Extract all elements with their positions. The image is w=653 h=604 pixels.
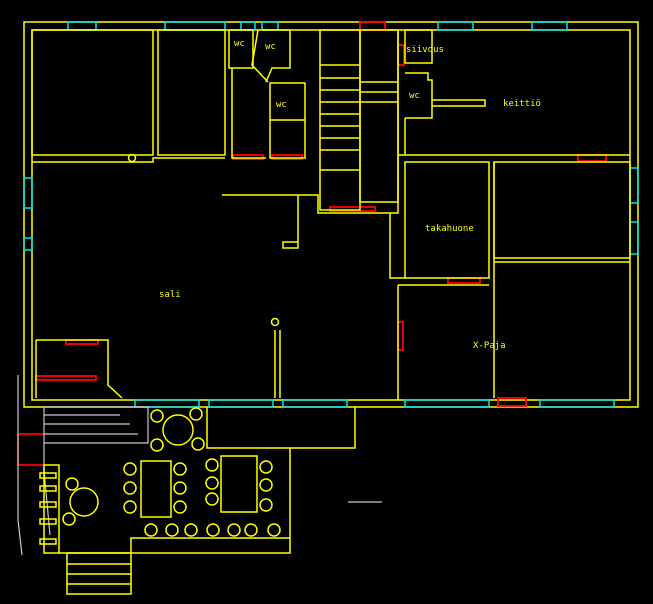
label-sali: sali: [159, 290, 181, 300]
doors: [17, 21, 607, 466]
label-wc-2: wc: [265, 42, 276, 52]
label-takahuone: takahuone: [425, 224, 474, 234]
stair-treads: [320, 64, 398, 171]
terrace: [17, 375, 356, 595]
label-siivous: siivous: [406, 45, 444, 55]
label-wc-1: wc: [234, 39, 245, 49]
label-keittio: keittiö: [503, 99, 541, 109]
label-wc-3: wc: [276, 100, 287, 110]
railing: [39, 472, 57, 545]
windows: [23, 21, 639, 408]
label-x-paja: X-Paja: [473, 341, 506, 351]
interior-walls: [31, 29, 631, 400]
room-labels: wc wc wc siivous wc keittiö takahuone sa…: [159, 39, 541, 351]
outer-walls: [23, 21, 639, 408]
label-wc-4: wc: [409, 91, 420, 101]
